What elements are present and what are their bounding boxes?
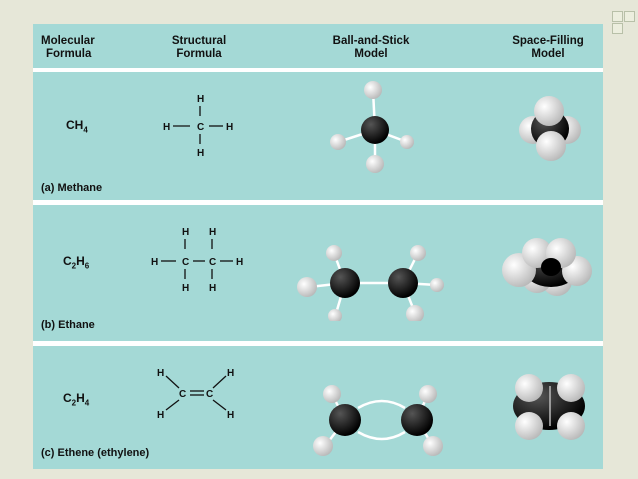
- hydrogen-atom: [400, 135, 414, 149]
- header-structural-formula: Structural Formula: [171, 35, 227, 60]
- atom-h: H: [209, 283, 216, 294]
- hydrogen-atom: [366, 155, 384, 173]
- hydrogen-atom: [326, 245, 342, 261]
- atom-h: H: [236, 257, 243, 268]
- atom-h: H: [157, 368, 164, 379]
- header-band: Molecular Formula Structural Formula Bal…: [33, 24, 603, 68]
- atom-h: H: [151, 257, 158, 268]
- row-ethane: C2H6 H H H C C H H H: [33, 205, 603, 341]
- carbon-atom: [330, 268, 360, 298]
- atom-h: H: [197, 94, 204, 105]
- structural-formula-ethene: H H C C H H: [157, 368, 234, 421]
- header-ball-and-stick: Ball-and-Stick Model: [332, 35, 410, 60]
- atom-c: C: [206, 389, 213, 400]
- atom-h: H: [209, 227, 216, 238]
- atom-h: H: [163, 122, 170, 133]
- carbon-atom: [361, 116, 389, 144]
- atom-c: C: [209, 257, 216, 268]
- space-filling-ethene: [513, 374, 585, 440]
- carbon-atom: [329, 404, 361, 436]
- hydrogen-atom: [328, 309, 342, 321]
- hydrogen-atom: [419, 385, 437, 403]
- ball-and-stick-methane: [330, 81, 414, 173]
- hydrogen-atom: [297, 277, 317, 297]
- atom-h: H: [226, 122, 233, 133]
- hydrogen-atom: [406, 305, 424, 321]
- hydrogen-atom: [423, 436, 443, 456]
- molecular-formula-methane: CH4: [66, 118, 88, 135]
- label-ethene: (c) Ethene (ethylene): [41, 447, 150, 459]
- figure-frame: Molecular Formula Structural Formula Bal…: [33, 24, 603, 469]
- atom-h: H: [157, 410, 164, 421]
- label-methane: (a) Methane: [41, 182, 103, 194]
- molecular-formula-ethene: C2H4: [63, 391, 90, 408]
- space-filling-ethane: [502, 238, 592, 296]
- hydrogen-atom: [330, 134, 346, 150]
- atom-h: H: [182, 227, 189, 238]
- hydrogen-atom: [313, 436, 333, 456]
- header-space-filling: Space-Filling Model: [512, 35, 584, 60]
- row-ethene: C2H4 H H C C H H: [33, 346, 603, 469]
- hydrogen-atom: [364, 81, 382, 99]
- atom-h: H: [227, 410, 234, 421]
- corner-square-decoration: [612, 11, 623, 22]
- header-molecular-formula: Molecular Formula: [41, 35, 95, 60]
- ball-and-stick-ethane: [297, 245, 444, 321]
- molecular-formula-ethane: C2H6: [63, 254, 90, 271]
- atom-c: C: [197, 122, 204, 133]
- hydrogen-atom: [323, 385, 341, 403]
- hydrogen-atom: [430, 278, 444, 292]
- corner-square-decoration: [612, 23, 623, 34]
- atom-h: H: [182, 283, 189, 294]
- structural-formula-ethane: H H H C C H H H: [151, 227, 243, 294]
- space-filling-methane: [519, 96, 581, 161]
- atom-h: H: [227, 368, 234, 379]
- corner-square-decoration: [624, 11, 635, 22]
- atom-c: C: [182, 257, 189, 268]
- hydrogen-atom: [410, 245, 426, 261]
- atom-h: H: [197, 148, 204, 159]
- label-ethane: (b) Ethane: [41, 319, 95, 331]
- row-methane: CH4 H H C H H: [33, 72, 603, 200]
- carbon-atom: [401, 404, 433, 436]
- atom-c: C: [179, 389, 186, 400]
- structural-formula-methane: H H C H H: [163, 94, 233, 159]
- ball-and-stick-ethene: [313, 385, 443, 456]
- carbon-atom: [388, 268, 418, 298]
